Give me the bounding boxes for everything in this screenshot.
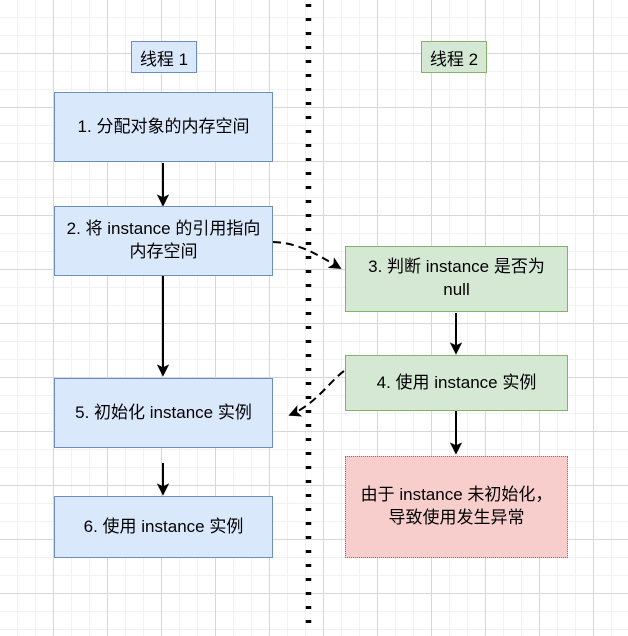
node-step-4[interactable]: 4. 使用 instance 实例 [345,355,568,411]
node-step-5-label: 5. 初始化 instance 实例 [75,402,252,422]
lane-title-thread-1-label: 线程 1 [139,49,189,69]
lane-title-thread-2-label: 线程 2 [429,49,479,69]
lane-divider [305,4,312,632]
node-step-3-label: 3. 判断 instance 是否为 null [368,257,550,299]
node-exception[interactable]: 由于 instance 未初始化，导致使用发生异常 [345,456,568,558]
node-step-2-label: 2. 将 instance 的引用指向内存空间 [66,219,261,261]
node-step-5[interactable]: 5. 初始化 instance 实例 [54,378,273,448]
node-step-1-label: 1. 分配对象的内存空间 [77,116,250,136]
lane-title-thread-1: 线程 1 [131,41,197,73]
node-step-6[interactable]: 6. 使用 instance 实例 [54,496,273,558]
node-exception-label: 由于 instance 未初始化，导致使用发生异常 [360,485,553,527]
node-step-1[interactable]: 1. 分配对象的内存空间 [54,92,273,162]
lane-title-thread-2: 线程 2 [421,41,487,73]
node-step-3[interactable]: 3. 判断 instance 是否为 null [345,246,568,312]
node-step-6-label: 6. 使用 instance 实例 [83,516,244,536]
edge-step4-to-step5 [288,370,345,417]
node-step-4-label: 4. 使用 instance 实例 [376,372,537,392]
node-step-2[interactable]: 2. 将 instance 的引用指向内存空间 [54,206,273,276]
